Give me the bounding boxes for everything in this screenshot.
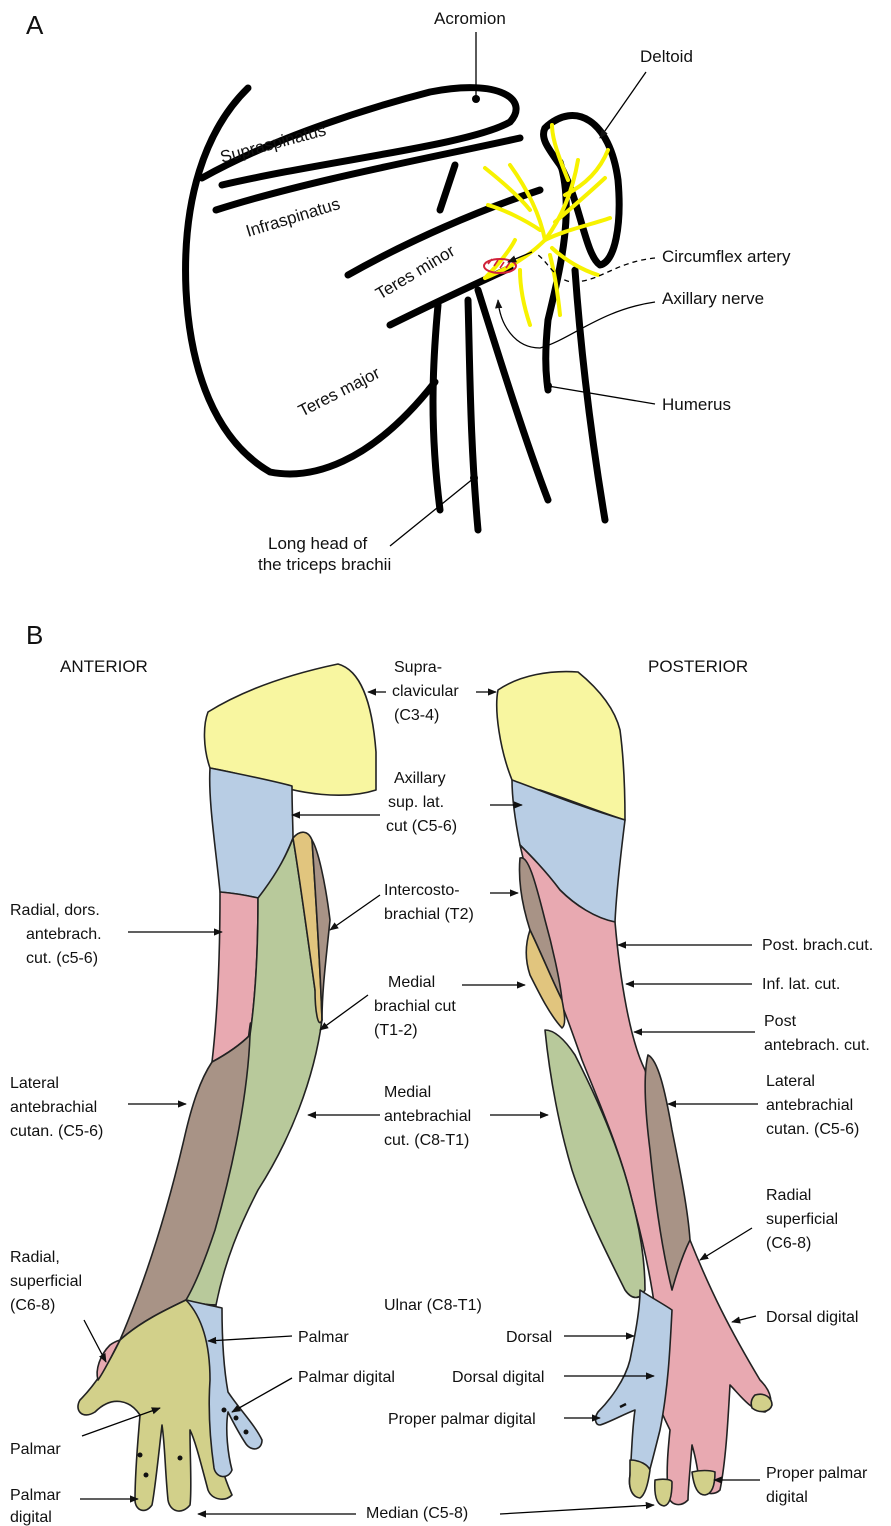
- label-dorsal-digital-center: Dorsal digital: [452, 1369, 544, 1386]
- label-axillary-1: Axillary: [394, 770, 446, 787]
- label-medial-brachial-2: brachial cut: [374, 998, 456, 1015]
- label-palmar-digital-bottom-2: digital: [10, 1509, 52, 1526]
- label-palmar-digital-center: Palmar digital: [298, 1369, 395, 1386]
- panel-b-letter: B: [26, 620, 43, 650]
- label-proper-palmar-right-2: digital: [766, 1489, 808, 1506]
- triceps-line-1: [433, 305, 440, 510]
- label-median: Median (C5-8): [366, 1505, 468, 1522]
- label-teres-minor: Teres minor: [372, 241, 458, 303]
- label-triceps-line2: the triceps brachii: [258, 555, 391, 574]
- label-lateral-left-3: cutan. (C5-6): [10, 1123, 103, 1140]
- label-radial-sup-right-3: (C6-8): [766, 1235, 811, 1252]
- label-lateral-right-3: cutan. (C5-6): [766, 1121, 859, 1138]
- label-teres-major: Teres major: [295, 363, 383, 420]
- teres-divider-inner: [440, 165, 455, 210]
- humerus-line-mid: [478, 290, 548, 500]
- label-deltoid: Deltoid: [640, 47, 693, 66]
- label-proper-palmar-center: Proper palmar digital: [388, 1411, 536, 1428]
- label-palmar-center: Palmar: [298, 1329, 349, 1346]
- label-radial-sup-right-2: superficial: [766, 1211, 838, 1228]
- label-ulnar: Ulnar (C8-T1): [384, 1297, 482, 1314]
- label-post-brach: Post. brach.cut.: [762, 937, 873, 954]
- label-humerus: Humerus: [662, 395, 731, 414]
- label-palmar-digital-bottom-1: Palmar: [10, 1487, 61, 1504]
- label-radial-sup-left-2: superficial: [10, 1273, 82, 1290]
- label-lateral-right-2: antebrachial: [766, 1097, 853, 1114]
- label-supraclavicular-1: Supra-: [394, 659, 442, 676]
- label-medial-brachial-1: Medial: [388, 974, 435, 991]
- label-medial-antebrachial-1: Medial: [384, 1084, 431, 1101]
- label-medial-antebrachial-3: cut. (C8-T1): [384, 1132, 469, 1149]
- label-inf-lat: Inf. lat. cut.: [762, 976, 840, 993]
- label-axillary-2: sup. lat.: [388, 794, 444, 811]
- posterior-heading: POSTERIOR: [648, 657, 748, 676]
- label-radial-sup-right-1: Radial: [766, 1187, 811, 1204]
- label-supraspinatus: Supraspinatus: [218, 120, 328, 166]
- label-medial-antebrachial-2: antebrachial: [384, 1108, 471, 1125]
- label-medial-brachial-3: (T1-2): [374, 1022, 418, 1039]
- label-lateral-left-1: Lateral: [10, 1075, 59, 1092]
- label-radial-sup-left-3: (C6-8): [10, 1297, 55, 1314]
- panel-a: A: [26, 9, 791, 574]
- label-intercosto-2: brachial (T2): [384, 906, 474, 923]
- label-supraclavicular-3: (C3-4): [394, 707, 439, 724]
- label-radial-dors-3: cut. (c5-6): [26, 950, 98, 967]
- label-radial-dors-2: antebrach.: [26, 926, 102, 943]
- label-proper-palmar-right-1: Proper palmar: [766, 1465, 868, 1482]
- label-post-antebrach-2: antebrach. cut.: [764, 1037, 870, 1054]
- label-lateral-right-1: Lateral: [766, 1073, 815, 1090]
- label-post-antebrach-1: Post: [764, 1013, 797, 1030]
- label-intercosto-1: Intercosto-: [384, 882, 460, 899]
- label-circumflex-artery: Circumflex artery: [662, 247, 791, 266]
- label-radial-sup-left-1: Radial,: [10, 1249, 60, 1266]
- axillary-nerve-branches: [485, 125, 610, 325]
- triceps-line-2: [468, 300, 478, 530]
- label-axillary-nerve: Axillary nerve: [662, 289, 764, 308]
- panel-b: B ANTERIOR POSTERIOR: [10, 620, 873, 1526]
- label-dorsal-digital-right: Dorsal digital: [766, 1309, 858, 1326]
- label-lateral-left-2: antebrachial: [10, 1099, 97, 1116]
- label-dorsal: Dorsal: [506, 1329, 552, 1346]
- label-supraclavicular-2: clavicular: [392, 683, 459, 700]
- label-palmar-left: Palmar: [10, 1441, 61, 1458]
- label-acromion: Acromion: [434, 9, 506, 28]
- anterior-heading: ANTERIOR: [60, 657, 148, 676]
- label-axillary-3: cut (C5-6): [386, 818, 457, 835]
- panel-a-letter: A: [26, 10, 44, 40]
- label-radial-dors-1: Radial, dors.: [10, 902, 100, 919]
- label-triceps-line1: Long head of: [268, 534, 368, 553]
- label-infraspinatus: Infraspinatus: [244, 194, 343, 241]
